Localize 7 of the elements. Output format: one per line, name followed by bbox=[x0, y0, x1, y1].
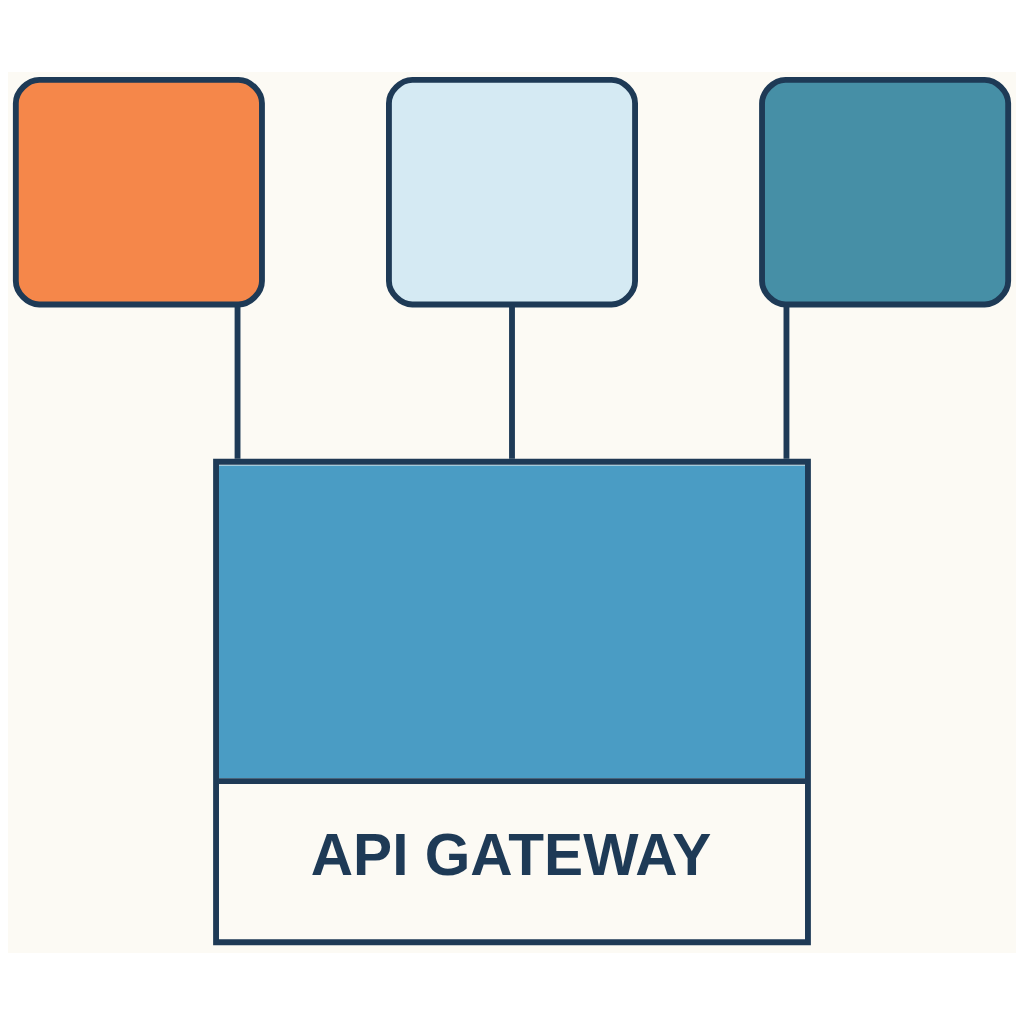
connector bbox=[509, 304, 515, 459]
node-box bbox=[12, 76, 265, 307]
connector bbox=[234, 304, 241, 459]
connector bbox=[783, 304, 790, 459]
node-box: API GATEWAY bbox=[213, 458, 811, 945]
node-box bbox=[386, 76, 638, 307]
node-box bbox=[759, 76, 1012, 307]
